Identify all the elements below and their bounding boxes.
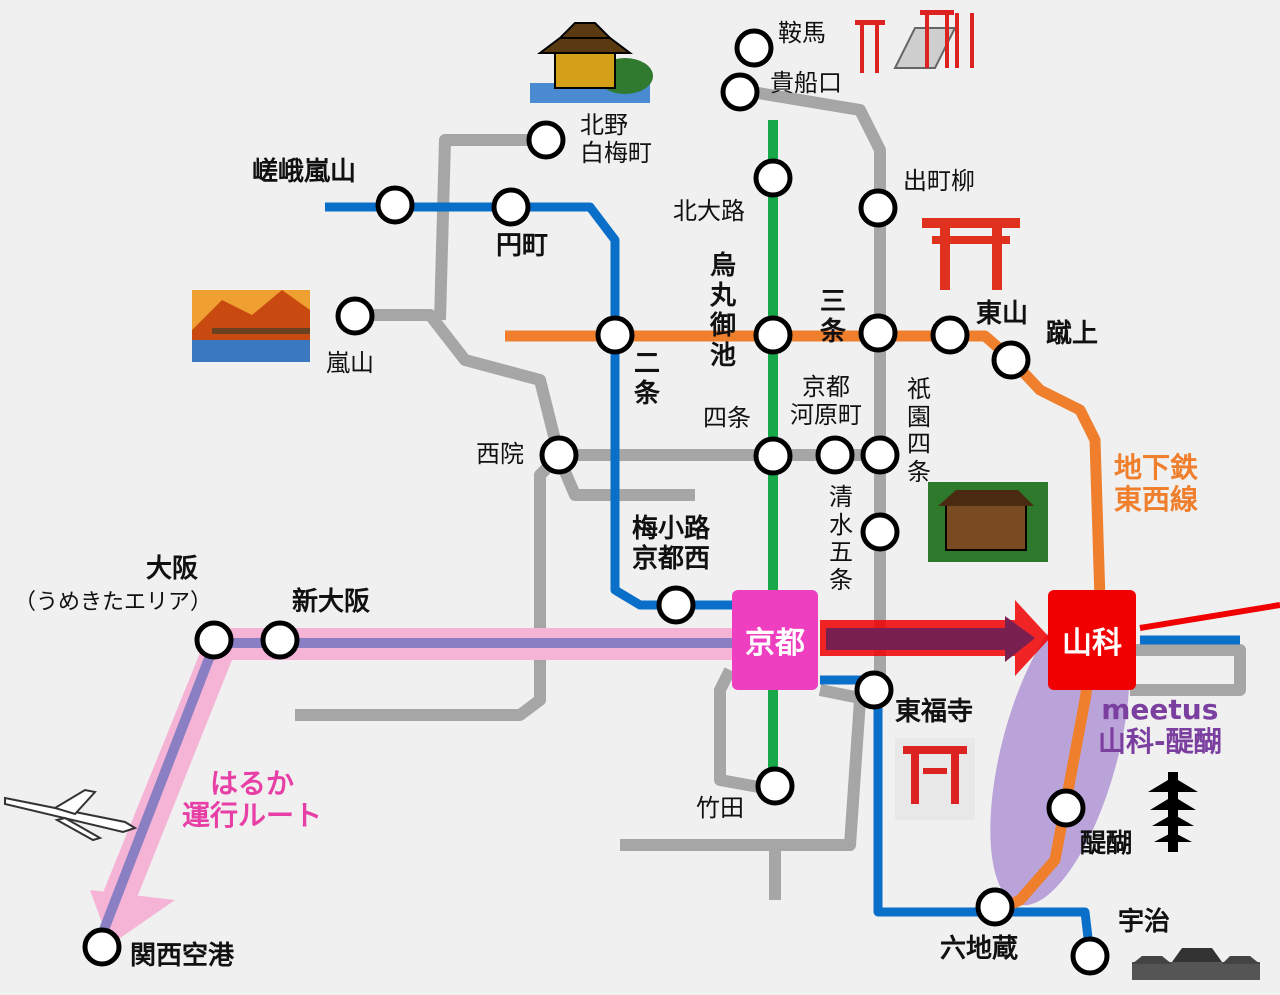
station-emmachi	[491, 187, 531, 227]
station-takeda	[755, 766, 795, 806]
station-kiyomizu-gojo	[860, 512, 900, 552]
station-circles	[82, 28, 1110, 976]
label-shin-osaka: 新大阪	[292, 587, 371, 617]
label-umekoji-kyotonishi: 梅小路 京都西	[632, 514, 711, 574]
label-osaka-note: （うめきたエリア）	[14, 590, 213, 615]
station-saiin	[539, 435, 579, 475]
label-daigo: 醍醐	[1080, 829, 1133, 859]
station-sanjo	[858, 313, 898, 353]
label-keage: 蹴上	[1046, 319, 1099, 349]
station-kitano-hakubaicho	[526, 120, 566, 160]
station-keage	[991, 340, 1031, 380]
station-kansai-airport	[82, 927, 122, 967]
label-kiyomizu-gojo: 清水五条	[829, 483, 853, 594]
heian-torii-icon	[922, 218, 1020, 290]
label-kitano-hakubaicho: 北野 白梅町	[580, 111, 652, 167]
station-daigo	[1046, 788, 1086, 828]
arashiyama-bridge-icon	[192, 290, 310, 362]
kiyomizu-temple-icon	[928, 482, 1048, 562]
kyoto-yamashina-arrow	[820, 600, 1050, 676]
label-kurama: 鞍馬	[778, 19, 826, 47]
daigo-pagoda-icon	[1148, 772, 1198, 852]
kyoto-hub: 京都	[732, 590, 818, 690]
station-kibuneguchi	[720, 72, 760, 112]
label-saga-arashiyama: 嵯峨嵐山	[252, 157, 357, 187]
label-haruka-route: はるか 運行ルート	[182, 767, 323, 833]
station-saga-arashiyama	[375, 185, 415, 225]
kinkakuji-icon	[530, 22, 653, 103]
station-shijo	[753, 436, 793, 476]
label-uji: 宇治	[1118, 907, 1171, 937]
station-nijo	[595, 315, 635, 355]
label-subway-tozai: 地下鉄 東西線	[1114, 451, 1199, 517]
label-nijo: 二条	[633, 349, 660, 409]
label-emmachi: 円町	[496, 231, 549, 261]
label-kyoto-kawaramachi: 京都 河原町	[790, 373, 862, 429]
label-kibuneguchi: 貴船口	[770, 69, 842, 97]
station-kurama	[734, 28, 774, 68]
label-rokujizo: 六地蔵	[940, 934, 1019, 964]
label-shijo: 四条	[703, 404, 751, 432]
station-shin-osaka	[260, 620, 300, 660]
station-umekoji	[656, 585, 696, 625]
yamashina-hub: 山科	[1048, 590, 1136, 690]
label-saiin: 西院	[476, 440, 524, 468]
fushimi-inari-icon	[895, 738, 975, 820]
label-kitaoji: 北大路	[673, 197, 745, 225]
station-osaka	[194, 620, 234, 660]
station-higashiyama	[930, 315, 970, 355]
station-tofukuji	[854, 670, 894, 710]
label-karasuma-oike: 烏丸御池	[709, 251, 736, 371]
label-higashiyama: 東山	[976, 299, 1029, 329]
station-rokujizo	[975, 887, 1015, 927]
station-kyoto-kawaramachi	[815, 435, 855, 475]
label-takeda: 竹田	[696, 794, 744, 822]
station-uji	[1070, 936, 1110, 976]
airplane-icon	[4, 788, 138, 842]
station-demachiyanagi	[858, 188, 898, 228]
station-karasuma-oike	[753, 315, 793, 355]
label-osaka: 大阪	[146, 554, 199, 584]
label-gion-shijo: 祇園四条	[907, 375, 931, 486]
label-demachiyanagi: 出町柳	[903, 167, 975, 195]
label-meetus: meetus 山科-醍醐	[1098, 693, 1222, 759]
label-tofukuji: 東福寺	[895, 697, 974, 727]
kurama-torii-path-icon	[855, 10, 974, 73]
red-line-east	[1139, 602, 1280, 631]
label-sanjo: 三条	[819, 287, 846, 347]
station-gion-shijo	[860, 435, 900, 475]
byodoin-icon	[1132, 948, 1260, 980]
label-arashiyama: 嵐山	[326, 349, 374, 377]
label-kansai-airport: 関西空港	[130, 941, 235, 971]
station-arashiyama	[335, 296, 375, 336]
station-kitaoji	[753, 158, 793, 198]
